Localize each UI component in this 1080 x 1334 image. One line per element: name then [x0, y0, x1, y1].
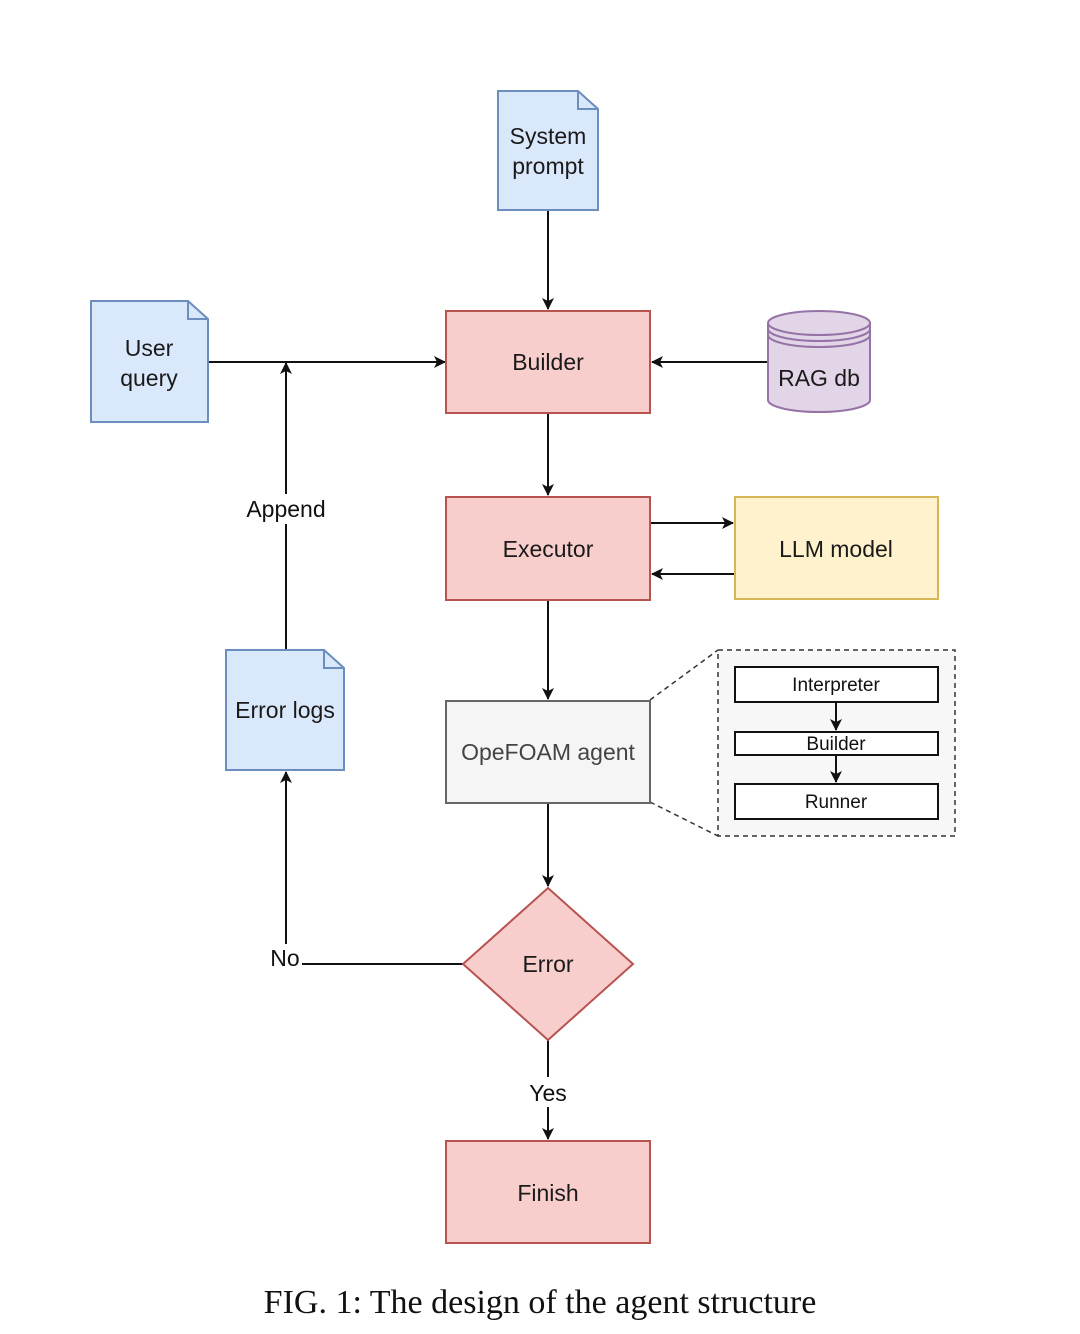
svg-text:RAG db: RAG db — [778, 365, 860, 391]
svg-text:query: query — [120, 365, 178, 391]
svg-text:Error: Error — [522, 951, 573, 977]
svg-text:Runner: Runner — [805, 792, 868, 813]
interpreter-step: Interpreter — [734, 666, 939, 703]
rag-db-node: RAG db — [767, 310, 871, 413]
svg-text:Yes: Yes — [529, 1080, 567, 1106]
sub-builder-step: Builder — [734, 731, 939, 756]
agent-detail-panel: Interpreter Builder Runner — [717, 649, 956, 837]
edge-label-no: No — [268, 944, 302, 974]
svg-text:OpeFOAM agent: OpeFOAM agent — [461, 739, 635, 765]
openfoam-agent-node: OpeFOAM agent — [445, 700, 651, 804]
executor-node: Executor — [445, 496, 651, 601]
figure-caption: FIG. 1: The design of the agent structur… — [263, 1284, 817, 1321]
error-decision-node: Error — [461, 886, 635, 1042]
svg-text:Error logs: Error logs — [235, 697, 335, 723]
edge-label-yes: Yes — [527, 1077, 570, 1107]
svg-text:Interpreter: Interpreter — [792, 675, 880, 696]
svg-text:LLM model: LLM model — [779, 536, 893, 562]
edge-error-to-error-logs — [280, 771, 463, 965]
svg-text:Builder: Builder — [512, 349, 584, 375]
system-prompt-node: System prompt — [497, 90, 599, 211]
svg-text:Append: Append — [246, 496, 325, 522]
svg-text:Builder: Builder — [806, 734, 866, 755]
svg-text:prompt: prompt — [512, 153, 584, 179]
zoom-connector-top — [649, 649, 719, 701]
user-query-node: User query — [90, 300, 209, 423]
svg-text:Executor: Executor — [503, 536, 594, 562]
edge-label-append: Append — [242, 494, 329, 524]
runner-step: Runner — [734, 783, 939, 820]
builder-node: Builder — [445, 310, 651, 414]
svg-text:System: System — [510, 123, 587, 149]
svg-text:No: No — [270, 945, 299, 971]
svg-text:Finish: Finish — [517, 1180, 578, 1206]
svg-text:User: User — [125, 335, 174, 361]
finish-node: Finish — [445, 1140, 651, 1244]
llm-model-node: LLM model — [734, 496, 939, 600]
zoom-connector-bottom — [649, 801, 719, 837]
error-logs-node: Error logs — [225, 649, 345, 771]
